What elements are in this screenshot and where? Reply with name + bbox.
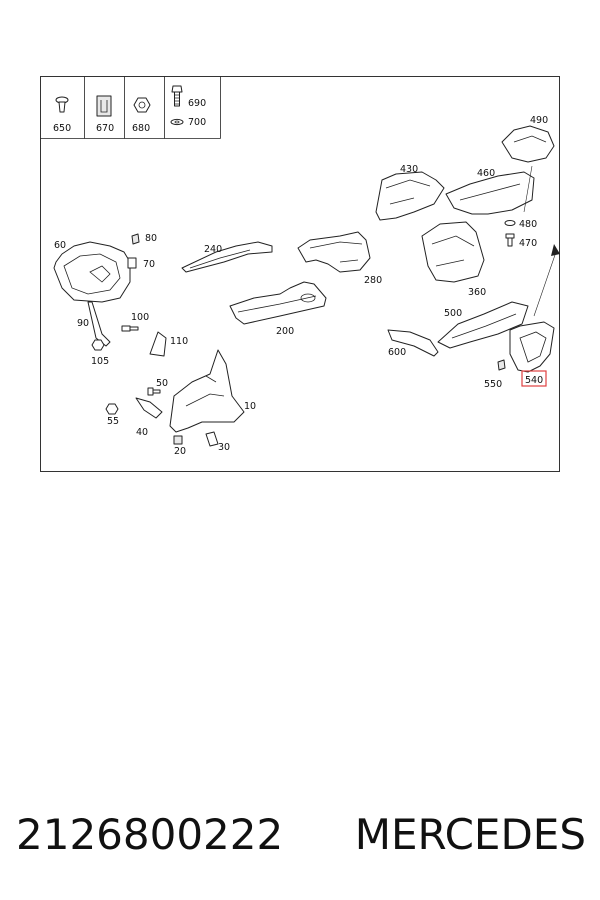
label-40: 40	[136, 427, 148, 438]
label-490: 490	[530, 115, 548, 126]
part-540-shield	[509, 321, 555, 373]
part-360-insulation-box	[421, 221, 485, 283]
label-60: 60	[54, 240, 66, 251]
push-rivet-icon	[55, 96, 69, 113]
label-20: 20	[174, 446, 186, 457]
part-470-bolt	[505, 233, 515, 247]
washer-icon	[170, 118, 184, 126]
legend-label-680: 680	[132, 123, 150, 134]
part-55-nut	[105, 403, 119, 415]
label-600: 600	[388, 347, 406, 358]
spring-clip-icon	[96, 95, 112, 117]
part-70-clip	[127, 257, 137, 269]
label-430: 430	[400, 164, 418, 175]
part-460-heat-shield	[445, 171, 535, 215]
label-550: 550	[484, 379, 502, 390]
product-caption: 2126800222 MERCEDES	[0, 800, 600, 870]
label-480: 480	[519, 219, 537, 230]
label-80: 80	[145, 233, 157, 244]
label-110: 110	[170, 336, 188, 347]
legend-label-670: 670	[96, 123, 114, 134]
label-70: 70	[143, 259, 155, 270]
label-50: 50	[156, 378, 168, 389]
part-number: 2126800222	[16, 810, 284, 859]
label-55: 55	[107, 416, 119, 427]
label-360: 360	[468, 287, 486, 298]
legend-label-700: 700	[188, 117, 206, 128]
part-60-wheelhouse-cover	[53, 241, 131, 303]
part-550-clip	[497, 359, 506, 371]
fastener-legend: 650 670 680 690 700	[40, 76, 221, 139]
part-80-clip	[131, 233, 140, 245]
part-40-bracket	[135, 397, 163, 419]
legend-label-650: 650	[53, 123, 71, 134]
part-480-washer	[504, 220, 516, 226]
part-110-panel	[149, 331, 167, 357]
part-100-bolt	[121, 325, 139, 332]
hex-nut-icon	[133, 97, 151, 113]
part-500-panel	[437, 301, 529, 349]
assembly-arrow	[523, 165, 560, 317]
label-470: 470	[519, 238, 537, 249]
part-20-clip	[173, 435, 183, 445]
part-30-clip	[205, 431, 219, 447]
part-90-bracket	[87, 301, 111, 347]
part-430-insulation-block	[375, 171, 445, 221]
part-10-side-panel	[169, 349, 245, 433]
brand-name: MERCEDES	[354, 810, 586, 859]
label-500: 500	[444, 308, 462, 319]
bolt-icon	[171, 85, 183, 107]
label-90: 90	[77, 318, 89, 329]
label-200: 200	[276, 326, 294, 337]
part-50-bolt	[147, 387, 161, 396]
legend-label-690: 690	[188, 98, 206, 109]
highlight-box	[521, 370, 547, 387]
label-30: 30	[218, 442, 230, 453]
part-240-longitudinal-bracket	[181, 241, 273, 273]
part-490-cover	[501, 125, 555, 163]
part-600-trim	[387, 329, 439, 357]
label-10: 10	[244, 401, 256, 412]
part-280-tunnel-cover	[297, 231, 371, 273]
label-460: 460	[477, 168, 495, 179]
part-105-nut	[91, 339, 105, 351]
label-280: 280	[364, 275, 382, 286]
parts-diagram: 650 670 680 690 700 60	[40, 76, 560, 472]
part-200-floor-insulation	[229, 281, 327, 325]
label-540-highlighted: 540	[525, 375, 543, 386]
label-240: 240	[204, 244, 222, 255]
label-105: 105	[91, 356, 109, 367]
label-100: 100	[131, 312, 149, 323]
